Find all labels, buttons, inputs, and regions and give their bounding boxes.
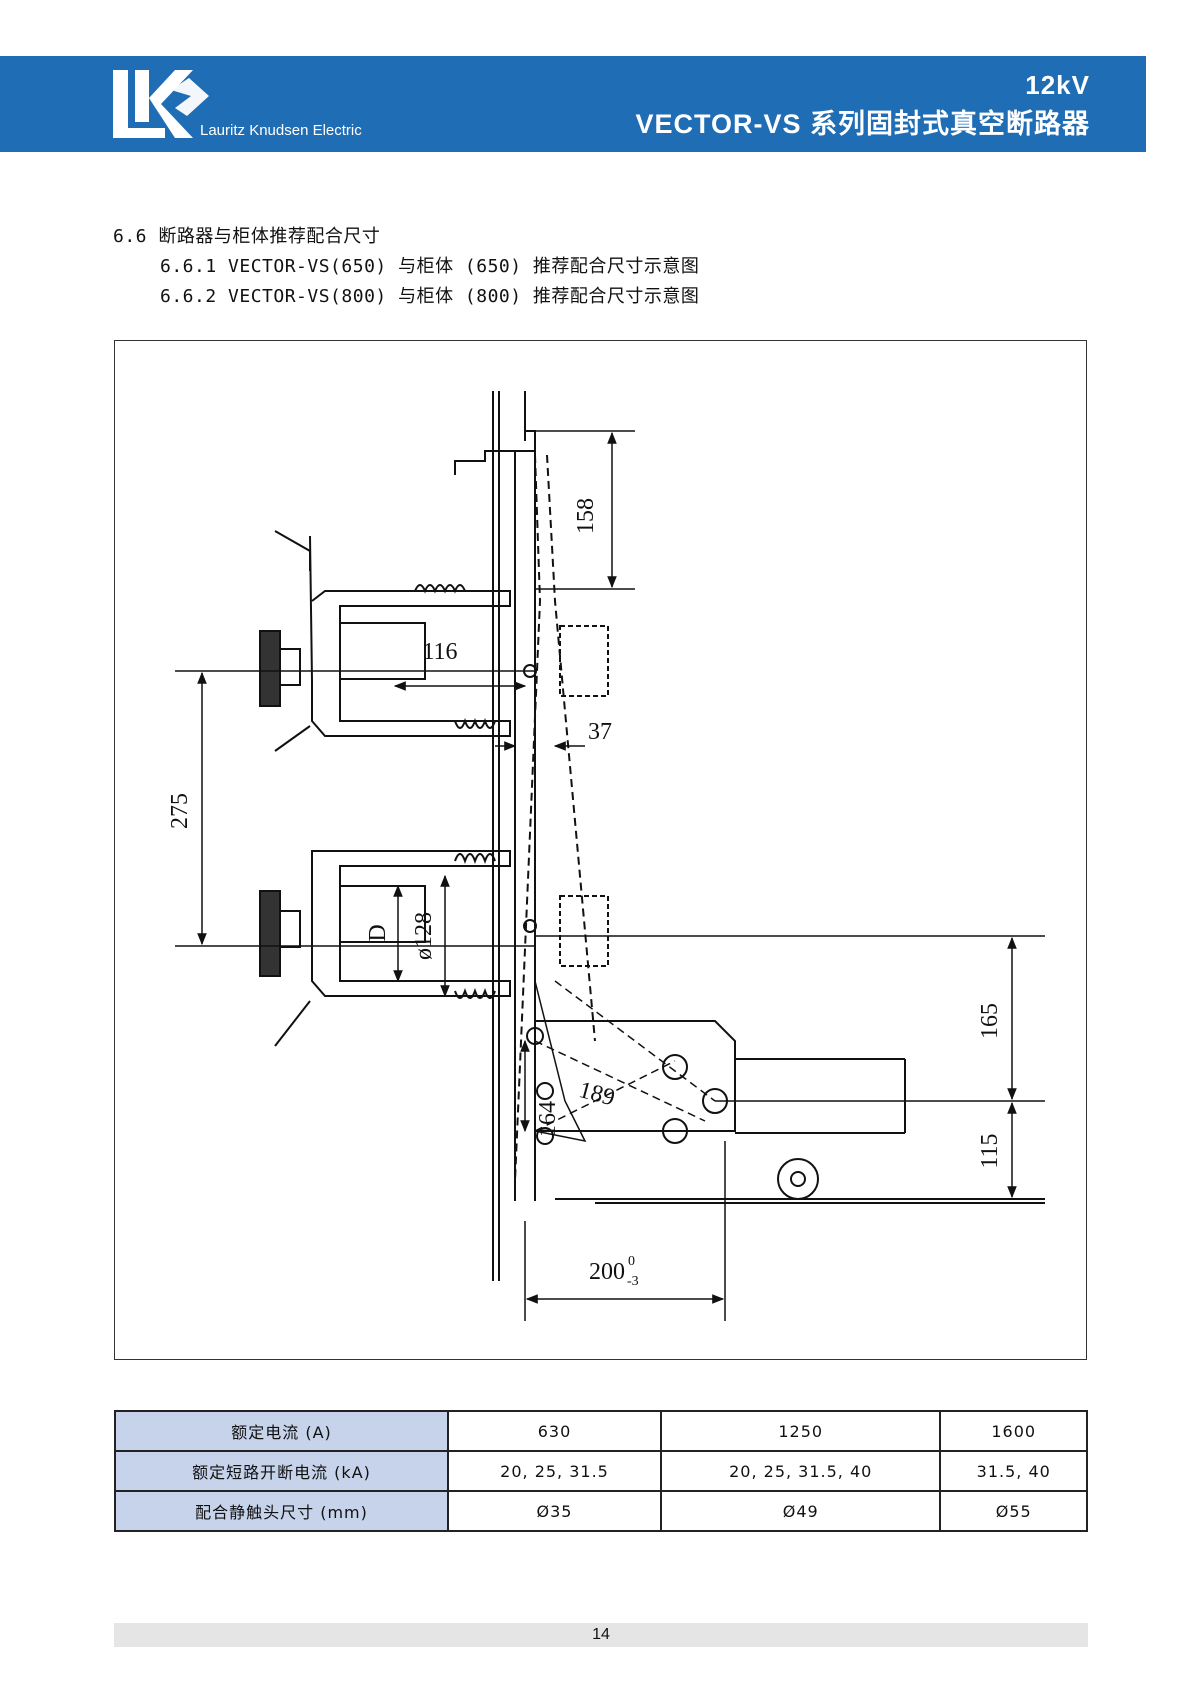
dim-164: 164 bbox=[535, 1101, 561, 1137]
table-cell: 630 bbox=[447, 1410, 662, 1452]
dim-189: 189 bbox=[576, 1077, 618, 1111]
dim-275: 275 bbox=[167, 793, 193, 829]
table-cell: Ø35 bbox=[447, 1490, 662, 1532]
company-name: Lauritz Knudsen Electric bbox=[200, 122, 362, 139]
dim-200-upper-tolerance: 0 bbox=[628, 1254, 635, 1269]
table-cell: 31.5, 40 bbox=[939, 1450, 1088, 1492]
row-label-rated-current: 额定电流 (A) bbox=[114, 1410, 449, 1452]
header-title: VECTOR-VS 系列固封式真空断路器 bbox=[635, 109, 1090, 139]
table-cell: Ø55 bbox=[939, 1490, 1088, 1532]
table-cell: Ø49 bbox=[659, 1490, 942, 1532]
table-row: 额定电流 (A) 630 1250 1600 bbox=[114, 1410, 1088, 1452]
table-cell: 1600 bbox=[939, 1410, 1088, 1452]
dim-D: D bbox=[365, 924, 391, 941]
header-bar: Lauritz Knudsen Electric 12kV VECTOR-VS … bbox=[0, 56, 1146, 152]
dim-116: 116 bbox=[422, 639, 457, 665]
header-voltage: 12kV bbox=[1025, 70, 1090, 100]
dim-115: 115 bbox=[977, 1133, 1003, 1168]
dim-128: ø128 bbox=[411, 912, 437, 960]
table-row: 额定短路开断电流 (kA) 20, 25, 31.5 20, 25, 31.5,… bbox=[114, 1450, 1088, 1492]
dim-37: 37 bbox=[588, 719, 612, 745]
page-number: 14 bbox=[114, 1623, 1088, 1647]
drawing-svg: 158 116 37 275 D ø128 165 189 164 115 20… bbox=[167, 391, 1045, 1321]
dimension-drawing: 158 116 37 275 D ø128 165 189 164 115 20… bbox=[114, 340, 1087, 1360]
dim-200-lower-tolerance: -3 bbox=[627, 1274, 639, 1289]
section-6-6: 6.6 断路器与柜体推荐配合尺寸 bbox=[113, 226, 381, 247]
spec-table: 额定电流 (A) 630 1250 1600 额定短路开断电流 (kA) 20,… bbox=[114, 1410, 1088, 1532]
dim-165: 165 bbox=[977, 1003, 1003, 1039]
row-label-breaking-current: 额定短路开断电流 (kA) bbox=[114, 1450, 449, 1492]
section-6-6-1: 6.6.1 VECTOR-VS(650) 与柜体 (650) 推荐配合尺寸示意图 bbox=[160, 256, 700, 277]
lk-logo-icon bbox=[113, 70, 209, 138]
dim-158: 158 bbox=[573, 498, 599, 534]
row-label-contact-size: 配合静触头尺寸 (mm) bbox=[114, 1490, 449, 1532]
section-6-6-2: 6.6.2 VECTOR-VS(800) 与柜体 (800) 推荐配合尺寸示意图 bbox=[160, 286, 700, 307]
section-headings: 6.6 断路器与柜体推荐配合尺寸 6.6.1 VECTOR-VS(650) 与柜… bbox=[113, 222, 699, 312]
table-cell: 1250 bbox=[659, 1410, 942, 1452]
dim-200: 200 bbox=[589, 1259, 625, 1285]
table-row: 配合静触头尺寸 (mm) Ø35 Ø49 Ø55 bbox=[114, 1490, 1088, 1532]
table-cell: 20, 25, 31.5, 40 bbox=[659, 1450, 942, 1492]
table-cell: 20, 25, 31.5 bbox=[447, 1450, 662, 1492]
